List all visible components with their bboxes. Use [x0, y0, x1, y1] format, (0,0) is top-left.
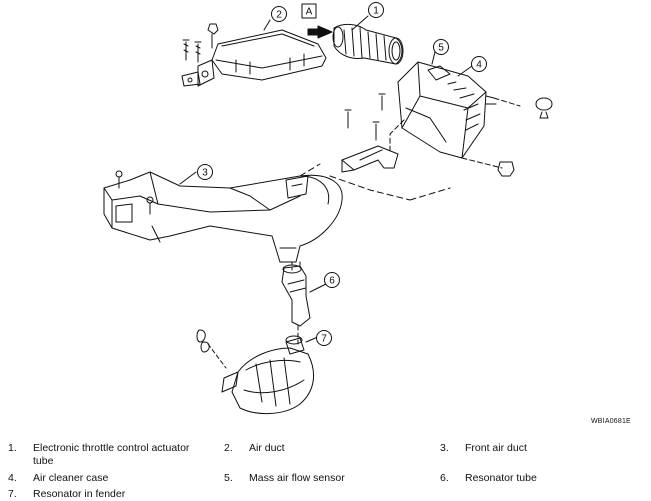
- callout-5: [433, 39, 449, 55]
- callout-2-label: 2: [276, 10, 282, 21]
- legend-number: 2.: [224, 442, 233, 454]
- callout-4-label: 4: [476, 60, 482, 71]
- callout-1: [368, 2, 384, 18]
- legend-label: Resonator in fender: [33, 488, 126, 500]
- view-a-label: A: [306, 7, 313, 18]
- legend-number: 1.: [8, 442, 17, 454]
- callout-7-label: 7: [321, 334, 327, 345]
- callout-3: [197, 164, 213, 180]
- air-duct-part: [181, 23, 327, 87]
- front-air-duct-part: [103, 170, 343, 263]
- callout-2: [271, 6, 287, 22]
- view-a-marker: [301, 3, 333, 39]
- legend-label: Mass air flow sensor: [249, 472, 345, 484]
- legend-label: Resonator tube: [465, 472, 537, 484]
- legend-label: Air duct: [249, 442, 285, 454]
- legend-number: 6.: [440, 472, 449, 484]
- drawing-code: WBIA0681E: [591, 418, 631, 425]
- callout-1-label: 1: [373, 6, 379, 17]
- callout-3-label: 3: [202, 168, 208, 179]
- legend-label: Electronic throttle control actuator tub…: [33, 442, 190, 467]
- legend-number: 5.: [224, 472, 233, 484]
- resonator-in-fender-part: [196, 329, 315, 415]
- exploded-parts-diagram: 1 2 3 4 5 6 7 A: [103, 2, 553, 415]
- callout-4: [471, 56, 487, 72]
- callout-6-label: 6: [329, 276, 335, 287]
- legend-label: Air cleaner case: [33, 472, 109, 484]
- callout-5-label: 5: [438, 43, 444, 54]
- resonator-tube-part: [281, 261, 311, 345]
- callout-6: [324, 272, 340, 288]
- legend-number: 4.: [8, 472, 17, 484]
- air-cleaner-case-part: [299, 61, 553, 201]
- callout-7: [316, 330, 332, 346]
- legend-number: 7.: [8, 488, 17, 500]
- throttle-actuator-tube-part: [332, 23, 404, 65]
- legend-label: Front air duct: [465, 442, 527, 454]
- legend-number: 3.: [440, 442, 449, 454]
- parts-legend: 1. Electronic throttle control actuator …: [0, 438, 651, 501]
